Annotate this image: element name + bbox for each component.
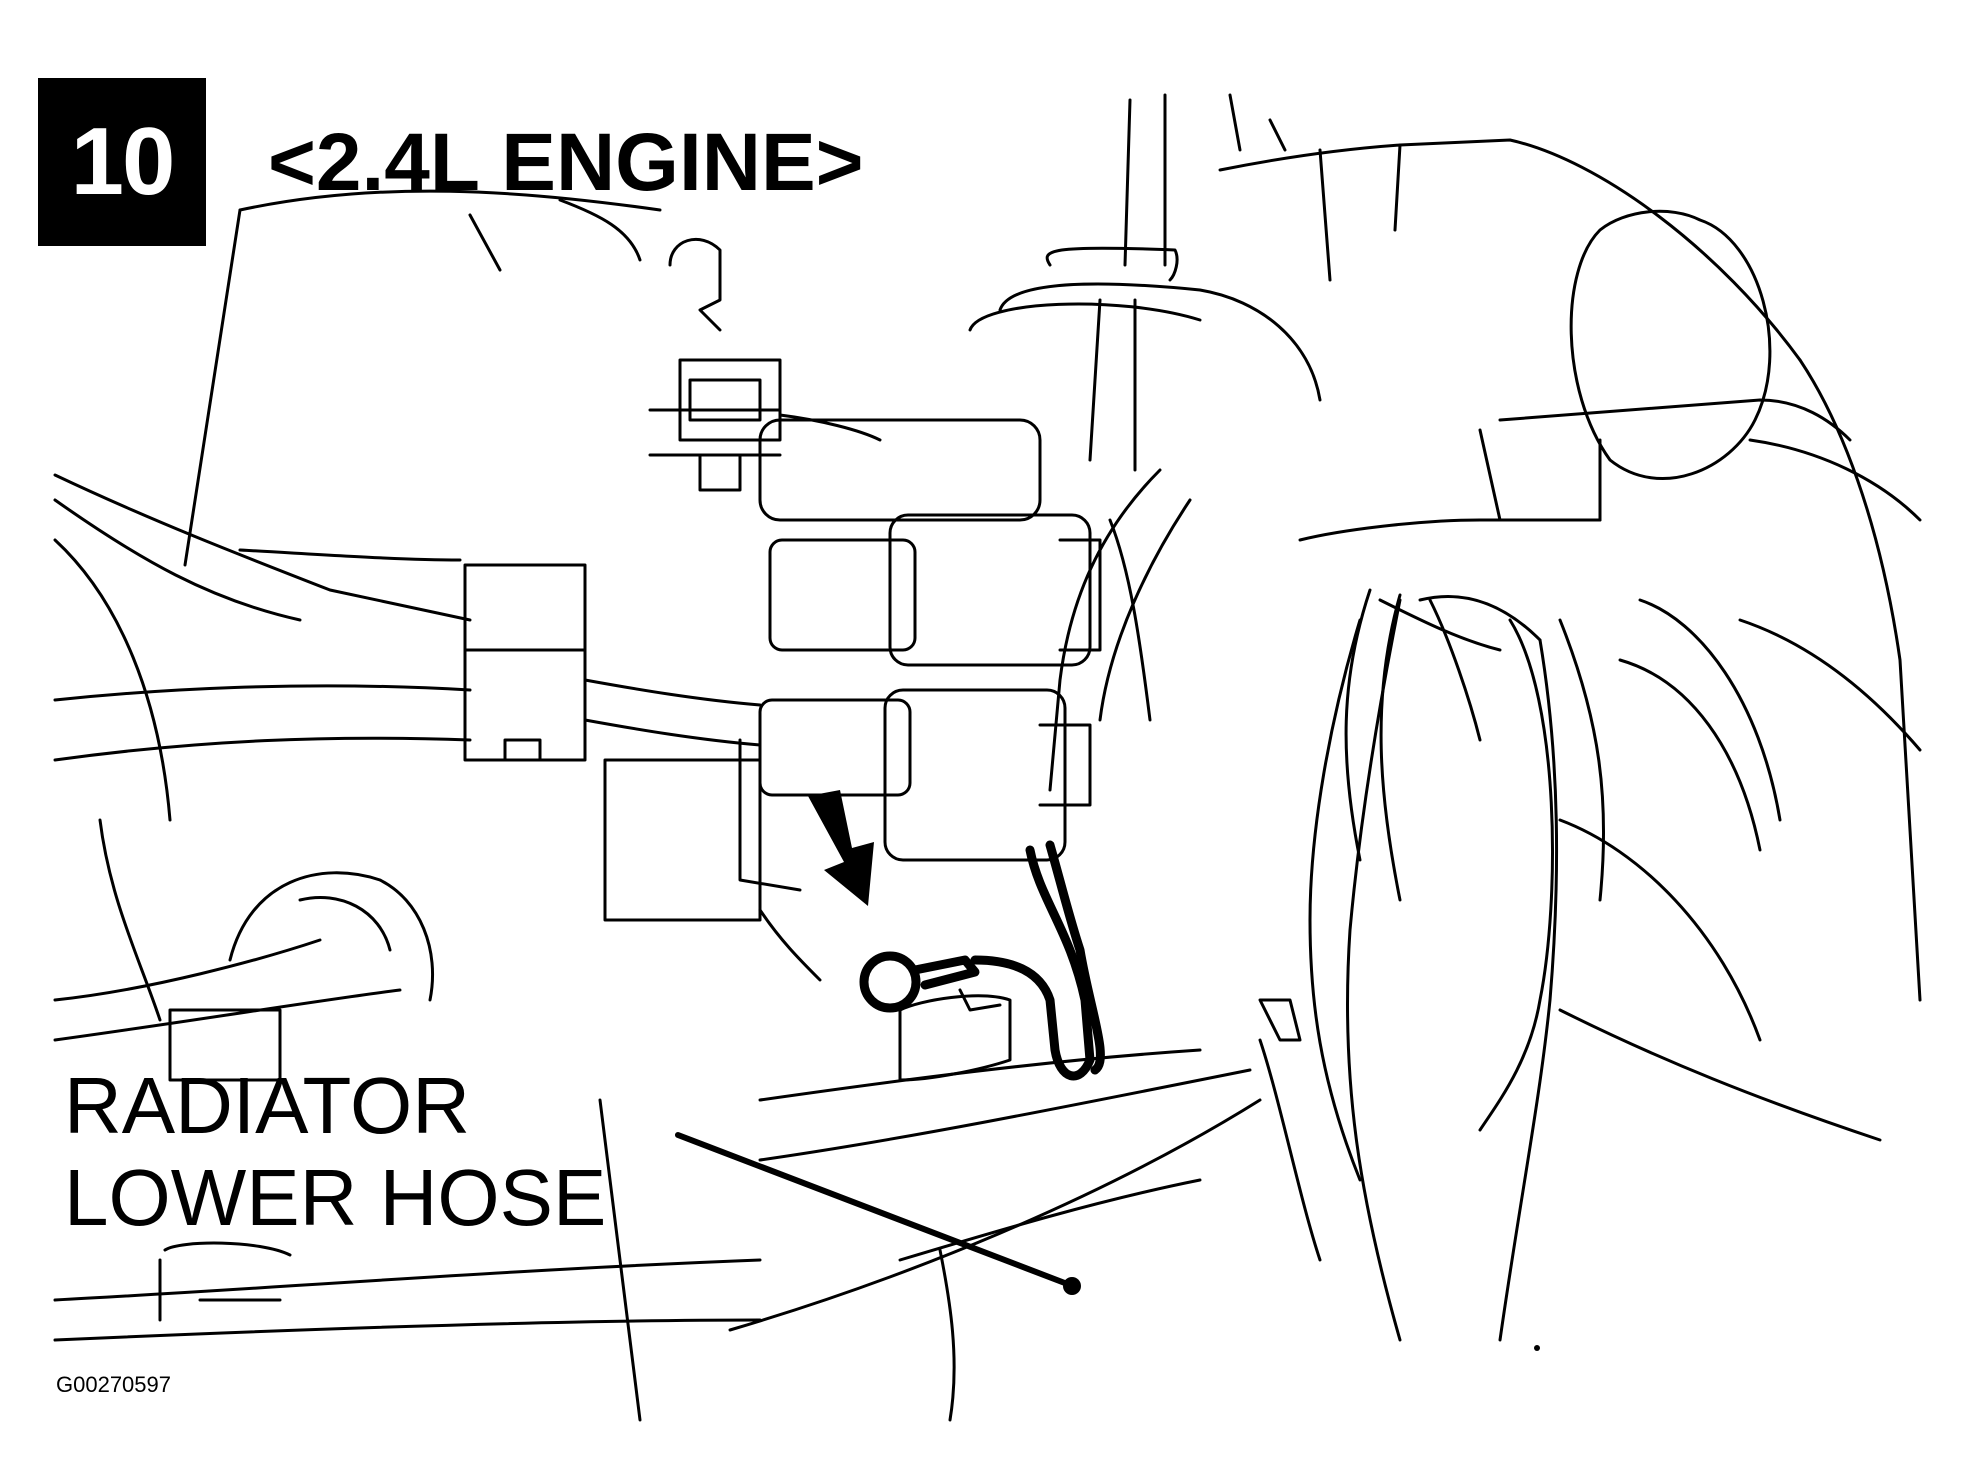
intake-pipes [968,93,1322,792]
location-arrow [808,790,874,906]
engine-variant-title: <2.4L ENGINE> [268,117,864,208]
component-label-line2: LOWER HOSE [64,1153,607,1242]
coolant-hoses [1218,93,1922,1182]
figure-id: G00270597 [56,1372,171,1397]
lower-structure [53,871,1322,1422]
callout-leader-line [675,1132,1081,1295]
radiator-shroud-outline [53,189,662,1042]
component-label: RADIATOR LOWER HOSE [64,1060,606,1244]
radiator-lower-hose [1345,594,1559,1342]
step-number: 10 [70,108,176,215]
drain-plug-highlight [859,840,1105,1081]
component-label-line1: RADIATOR [64,1061,470,1150]
hose-bracket [898,988,1012,1082]
valve-cluster [648,237,1102,982]
step-number-badge: 10 [38,78,206,246]
relay-block [463,563,762,922]
